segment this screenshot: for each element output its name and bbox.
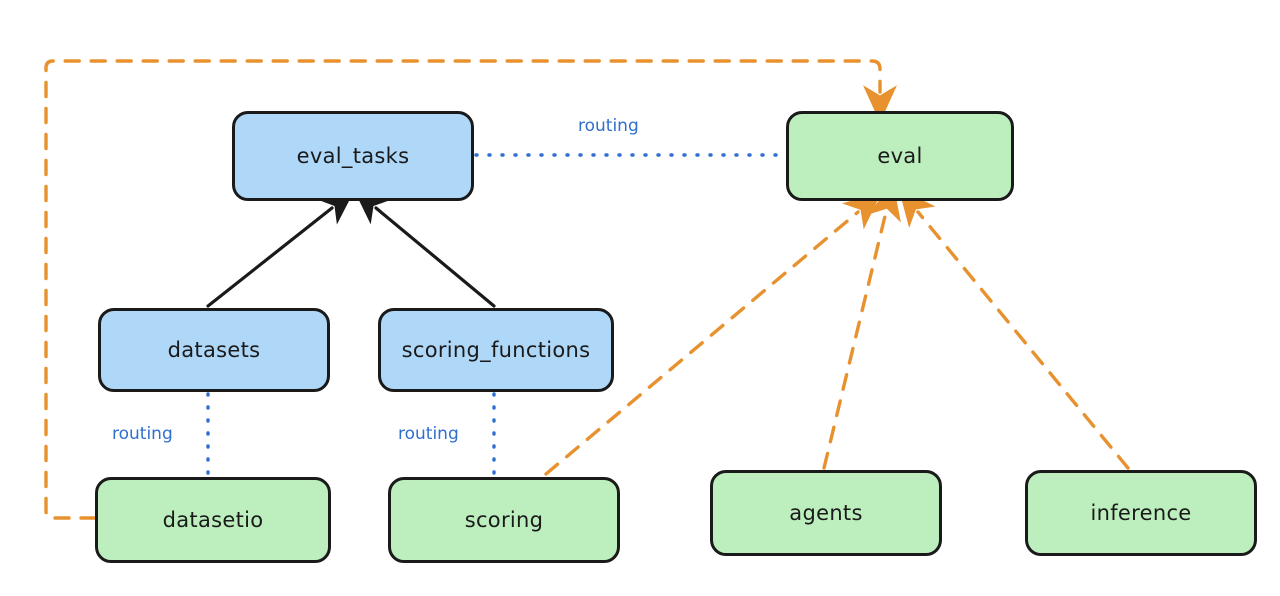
node-eval[interactable]: eval [786, 111, 1014, 201]
edge-label-routing-eval-tasks-eval: routing [578, 116, 639, 136]
edge-datasets-to-eval-tasks [206, 190, 355, 308]
node-agents[interactable]: agents [710, 470, 942, 556]
node-scoring-label: scoring [464, 508, 544, 532]
node-datasetio-label: datasetio [162, 508, 264, 532]
node-scoring-functions[interactable]: scoring_functions [378, 308, 614, 392]
edge-agents-to-eval [822, 182, 901, 470]
edge-scoring-to-eval [544, 192, 882, 476]
edge-label-routing-datasets-datasetio: routing [112, 424, 173, 444]
edge-inference-to-eval [898, 188, 1130, 470]
node-scoring-functions-label: scoring_functions [401, 338, 591, 362]
edge-scoring-functions-to-eval-tasks [353, 189, 496, 308]
node-scoring[interactable]: scoring [388, 477, 620, 563]
node-datasetio[interactable]: datasetio [95, 477, 331, 563]
node-eval-tasks-label: eval_tasks [296, 144, 410, 168]
node-agents-label: agents [789, 501, 863, 525]
node-inference[interactable]: inference [1025, 470, 1257, 556]
node-datasets[interactable]: datasets [98, 308, 330, 392]
node-datasets-label: datasets [167, 338, 261, 362]
edge-label-routing-scoring-functions-scoring: routing [398, 424, 459, 444]
edge-datasetio-to-eval [44, 59, 897, 520]
node-inference-label: inference [1090, 501, 1192, 525]
node-eval-label: eval [877, 144, 923, 168]
node-eval-tasks[interactable]: eval_tasks [232, 111, 474, 201]
